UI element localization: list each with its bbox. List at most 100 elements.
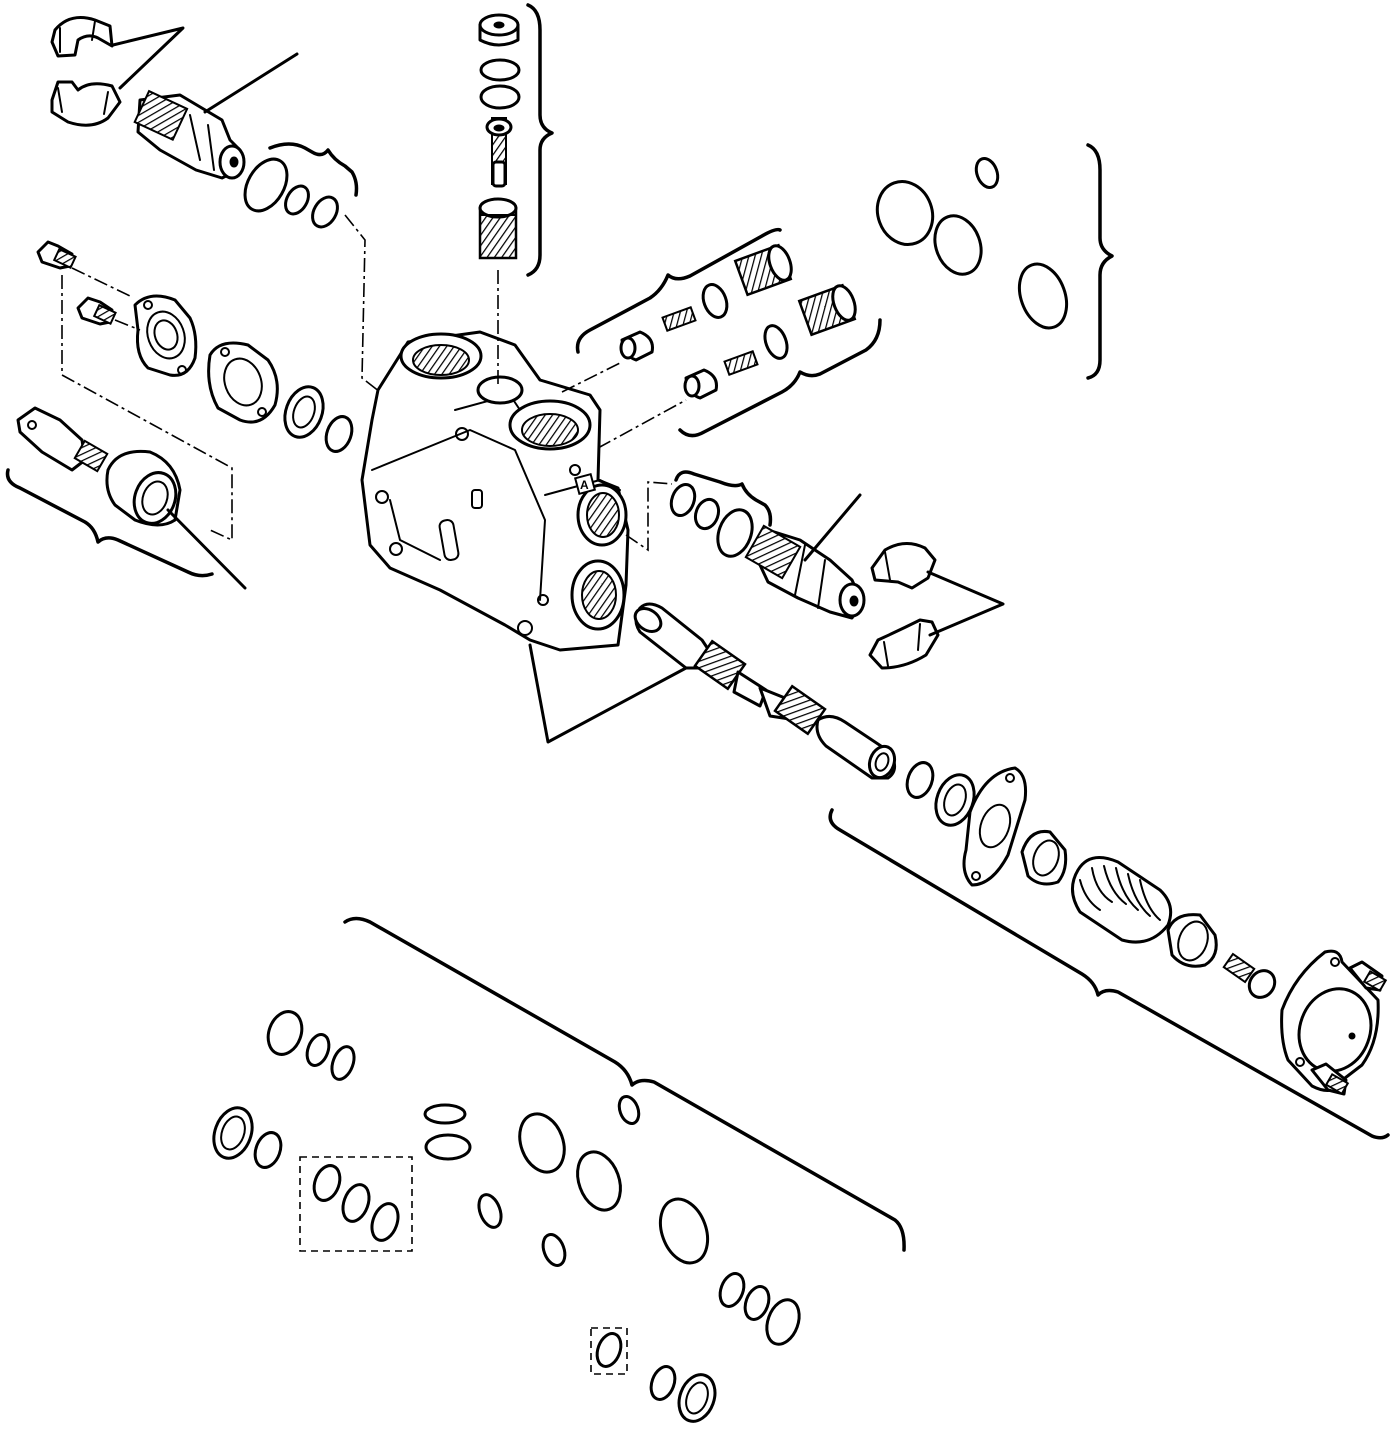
bracket (343, 916, 906, 1252)
o-ring (595, 1332, 623, 1368)
o-ring (541, 1233, 567, 1267)
gasket (207, 341, 279, 424)
relief-valve-cartridge (744, 524, 866, 620)
poppet (619, 330, 654, 362)
cap-screw (1348, 960, 1388, 993)
seal-kit-group (212, 916, 906, 1423)
poppet (683, 368, 718, 400)
o-ring (669, 483, 697, 517)
cap-half-lower (50, 80, 122, 127)
bracket (268, 142, 359, 197)
o-ring (284, 184, 310, 216)
plug (733, 243, 793, 297)
o-ring (518, 1112, 566, 1174)
cap-half-upper (870, 542, 937, 590)
valve-cap (478, 13, 520, 47)
o-ring (693, 497, 721, 531)
bracket (5, 468, 214, 578)
o-ring (423, 1103, 467, 1125)
port-a-label: A (580, 478, 589, 492)
o-ring (617, 1094, 641, 1126)
leader-line (203, 52, 299, 114)
spool-return-group (828, 761, 1390, 1140)
o-ring (479, 58, 521, 82)
assembly-line (597, 399, 687, 449)
bracket (575, 227, 782, 354)
o-ring (330, 1045, 356, 1081)
dashed-kit-box (590, 1327, 628, 1375)
cap-half-upper (50, 16, 114, 58)
leader-line (528, 643, 688, 744)
o-ring (701, 283, 729, 319)
bracket (526, 3, 554, 277)
o-ring (649, 1365, 677, 1401)
bracket (828, 808, 1390, 1140)
o-ring (763, 324, 789, 360)
seal-ring (677, 1373, 717, 1423)
spring-flange (962, 766, 1027, 887)
seal-ring (283, 385, 325, 439)
assembly-line (344, 214, 381, 393)
o-ring (576, 1150, 622, 1212)
o-ring (718, 1272, 746, 1308)
spool-end-fitting (16, 406, 109, 473)
o-ring (311, 195, 339, 229)
cap-screw (36, 240, 77, 270)
check-poppet (485, 117, 513, 188)
bracket (678, 318, 882, 438)
left-spool-end-group (5, 406, 247, 590)
leader-line (803, 493, 862, 562)
end-cap (105, 449, 182, 527)
bracket (1086, 143, 1114, 380)
o-ring (324, 415, 354, 453)
o-ring (974, 156, 1000, 190)
left-flange-group (36, 240, 354, 542)
dashed-kit-box (299, 1156, 413, 1252)
spring (723, 350, 759, 376)
o-ring (253, 1131, 283, 1169)
leader-line (111, 26, 185, 90)
o-ring (370, 1202, 400, 1242)
stop-bolt (1222, 952, 1277, 999)
o-ring (305, 1033, 331, 1067)
o-ring (312, 1164, 342, 1202)
o-ring (933, 214, 983, 276)
spring-seat (1166, 913, 1218, 968)
o-ring (716, 508, 754, 558)
o-ring (743, 1285, 771, 1321)
assembly-line (561, 361, 623, 393)
o-ring (658, 1197, 710, 1265)
top-left-relief-valve-group (50, 16, 381, 393)
assembly-line (61, 267, 233, 542)
valve-body: A (360, 330, 630, 652)
o-ring (424, 1133, 472, 1161)
assembly-line (625, 481, 673, 552)
o-ring (765, 1298, 801, 1346)
bracket (674, 470, 773, 527)
far-right-o-ring-group (875, 143, 1114, 380)
seal-ring (212, 1106, 254, 1160)
return-spring (1071, 856, 1173, 944)
o-ring (1017, 262, 1069, 330)
port-a-marking: A (573, 472, 597, 496)
flange (133, 294, 198, 377)
plug (797, 283, 857, 337)
leader-line (166, 508, 247, 590)
o-ring (341, 1183, 371, 1223)
o-ring (243, 157, 289, 213)
top-check-valve-group (478, 3, 554, 385)
spool-assembly (528, 602, 897, 780)
relief-valve-cartridge (133, 89, 246, 180)
o-ring (479, 84, 521, 110)
right-relief-valve-group (625, 470, 1005, 670)
cap-screw (1310, 1062, 1350, 1096)
cap-screw (76, 296, 117, 326)
o-ring (477, 1193, 503, 1229)
spring-seat (1020, 829, 1068, 886)
spring (661, 306, 697, 332)
upper-right-plug-group (561, 227, 882, 449)
o-ring (905, 761, 935, 799)
leader-line (926, 570, 1005, 637)
check-spring (478, 197, 518, 260)
